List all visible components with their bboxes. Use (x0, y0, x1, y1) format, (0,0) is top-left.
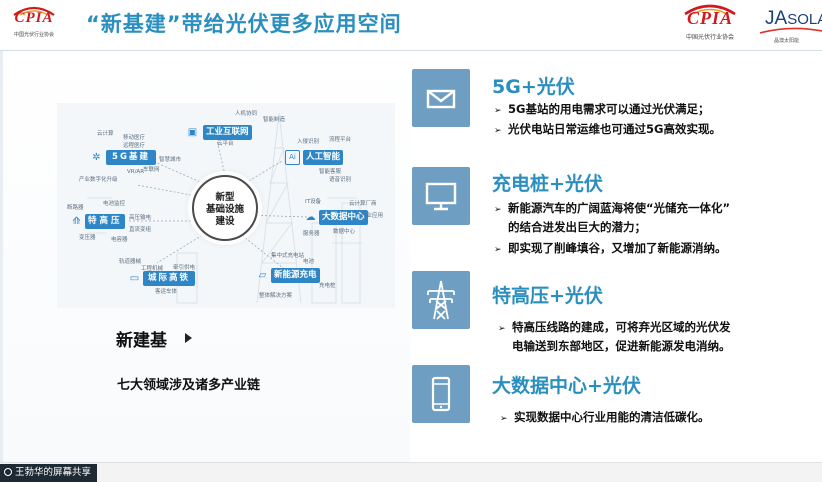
cpia-logo-sub: 中国光伏行业协会 (685, 34, 734, 41)
page-title: “新基建”带给光伏更多应用空间 (86, 12, 402, 36)
cpia-logo-word: CPIA (14, 10, 54, 26)
diagram-tiny-label: VR/AR (127, 169, 145, 175)
diagram-tiny-label: 工程机械 (141, 266, 164, 272)
factory-icon: ▣ (187, 127, 198, 138)
diagram-tiny-label: 智慧城市 (159, 157, 182, 163)
tower-icon: ⟰ (72, 216, 81, 227)
card-bullet: ➢实现数据中心行业用能的清洁低碳化。 (500, 410, 710, 424)
diagram-tiny-label: 电池监控 (103, 201, 126, 207)
pylon-icon (412, 271, 470, 329)
diagram-tiny-label: 牵引供电 (173, 265, 196, 271)
diagram-tiny-label: 变压器 (79, 235, 96, 241)
diagram-tiny-label: 轨道器械 (119, 259, 142, 265)
card-title: 充电桩+光伏 (492, 173, 603, 195)
diagram-tiny-label: 数据中心 (333, 229, 356, 235)
screen-share-badge[interactable]: 王勃华的屏幕共享 (0, 464, 98, 482)
diagram-tiny-label: 车联网 (143, 167, 160, 173)
node-5g: 5G基建 (106, 150, 156, 165)
diagram-hub: 新型 基础设施 建设 (192, 175, 258, 241)
diagram-tiny-label: 云计算 (97, 131, 114, 137)
industry-chain-caption: 七大领域涉及诸多产业链 (117, 378, 261, 393)
cloud-icon: ☁ (305, 212, 316, 223)
node-industrial-internet: 工业互联网 (203, 125, 252, 140)
ja-solar-logo: JASOLA 晶澳太阳能 (760, 3, 822, 47)
diagram-tiny-label: 流程平台 (329, 137, 352, 143)
card-bullet: ➢新能源汽车的广阔蓝海将使“光储充一体化”的结合进发出巨大的潜力； (494, 201, 731, 234)
header-divider (0, 50, 822, 51)
diagram-tiny-label: 集中式充电站 (271, 253, 305, 259)
node-big-data: 大数据中心 (319, 210, 368, 225)
diagram-tiny-label: 云平台 (217, 141, 234, 147)
cpia-logo-left: CPIA 中国光伏行业协会 (10, 3, 58, 43)
diagram-tiny-label: 整体解决方案 (259, 293, 293, 299)
diagram-tiny-label: 服务器 (303, 231, 320, 237)
ja-solar-sub: 晶澳太阳能 (774, 38, 800, 44)
diagram-tiny-label: 语音识别 (329, 177, 352, 183)
monitor-icon (412, 167, 470, 225)
diagram-tiny-label: 远程医疗 (123, 143, 146, 149)
new-infrastructure-diagram: ▣ 工业互联网 ✲ 5G基建 Ai 人工智能 ⟰ 特高压 ☁ 大数据中心 ▭ 城… (57, 103, 395, 308)
cpia-logo-word: CPIA (686, 8, 733, 28)
diagram-tiny-label: 断路器 (67, 205, 84, 211)
card-title: 5G+光伏 (492, 76, 575, 98)
cpia-logo-right: CPIA 中国光伏行业协会 (680, 0, 740, 44)
ja-solar-wordmark: JASOLA (765, 8, 822, 29)
node-uhv: 特高压 (85, 214, 125, 229)
card-bullet: ➢5G基站的用电需求可以通过光伏满足； (494, 102, 710, 116)
car-icon: ▱ (258, 270, 267, 281)
screen-share-bar: 王勃华的屏幕共享 (0, 462, 822, 482)
card-bullet: ➢特高压线路的建成，可将弃光区域的光伏发电输送到东部地区，促进新能源发电消纳。 (498, 320, 731, 353)
diagram-tiny-label: 直流变组 (129, 227, 152, 233)
screen-share-label: 王勃华的屏幕共享 (15, 467, 92, 478)
diagram-tiny-label: 电容器 (111, 237, 128, 243)
node-ev-charging: 新能源充电 (271, 268, 320, 283)
network-icon: ✲ (92, 152, 101, 163)
diagram-tiny-label: 入侵识别 (297, 139, 320, 145)
card-title: 大数据中心+光伏 (492, 375, 641, 397)
new-infrastructure-label: 新建基 (116, 331, 167, 351)
diagram-tiny-label: IT设备 (305, 199, 321, 205)
diagram-tiny-label: 产业数字化升级 (79, 177, 118, 183)
node-ai: 人工智能 (303, 150, 344, 165)
card-bullet: ➢即实现了削峰填谷，又增加了新能源消纳。 (494, 241, 727, 255)
card-bullet: ➢光伏电站日常运维也可通过5G高效实现。 (494, 122, 721, 136)
cpia-logo-sub: 中国光伏行业协会 (13, 32, 54, 38)
card-title: 特高压+光伏 (492, 285, 603, 307)
diagram-tiny-label: 电池 (303, 259, 315, 265)
screen-share-icon (4, 468, 12, 476)
node-intercity-rail: 城际高铁 (143, 271, 195, 286)
diagram-tiny-label: 云计算厂商 (349, 201, 377, 207)
diagram-tiny-label: 客运车体 (155, 289, 178, 295)
diagram-tiny-label: 移动医疗 (123, 135, 146, 141)
train-icon: ▭ (129, 273, 140, 284)
diagram-tiny-label: 人机协同 (235, 111, 258, 117)
left-edge-strip (0, 51, 3, 462)
ai-icon: Ai (285, 150, 300, 165)
diagram-tiny-label: 智能制造 (263, 117, 286, 123)
diagram-tiny-label: 充电桩 (319, 283, 336, 289)
diagram-tiny-label: 高压输电 (129, 215, 152, 221)
envelope-icon (412, 69, 470, 127)
play-arrow-icon (185, 333, 192, 343)
phone-icon (412, 365, 470, 423)
diagram-hub-label: 新型 基础设施 建设 (205, 192, 244, 227)
diagram-tiny-label: 行业应用 (361, 213, 384, 219)
slide-header: CPIA 中国光伏行业协会 “新基建”带给光伏更多应用空间 CPIA 中国光伏行… (0, 0, 822, 50)
diagram-tiny-label: 智能客服 (319, 169, 342, 175)
